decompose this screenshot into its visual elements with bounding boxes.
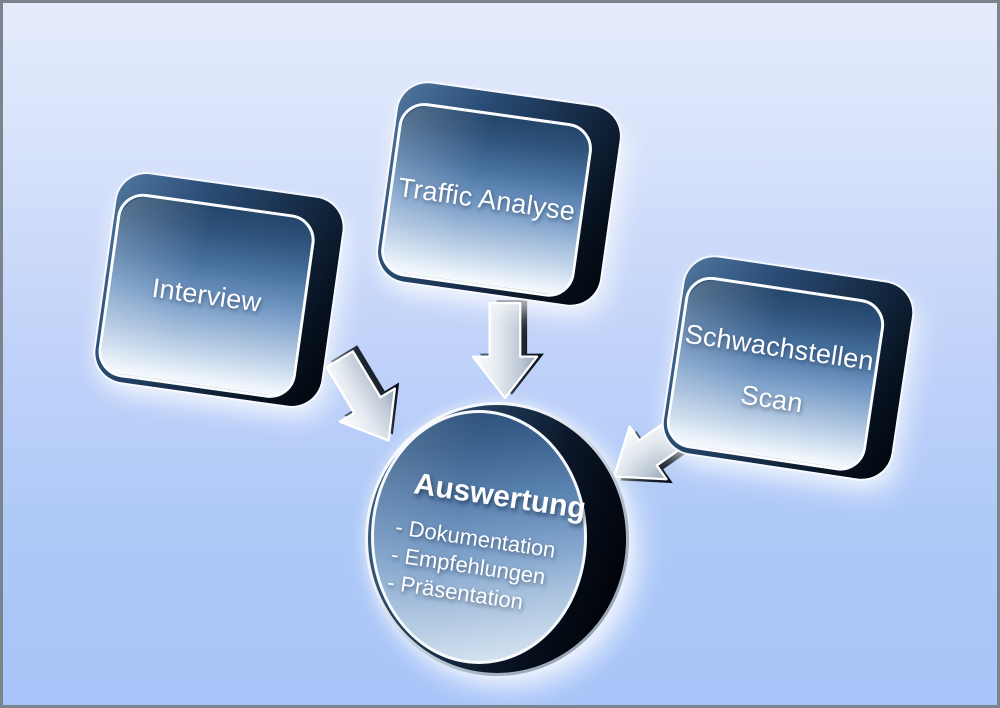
hub-face [371, 410, 587, 664]
node-schwachstellen-scan-face: Schwachstellen Scan [663, 273, 888, 475]
node-interview: Interview [91, 170, 347, 410]
node-traffic-analyse-face: Traffic Analyse [377, 99, 596, 301]
node-schwachstellen-scan-label: Schwachstellen Scan [683, 318, 876, 418]
node-interview-label: Interview [150, 272, 264, 318]
hub-title: Auswertung [411, 467, 589, 526]
node-interview-face: Interview [95, 190, 318, 402]
arrow-down-icon [465, 297, 551, 401]
hub-text-block: Auswertung - Dokumentation - Empfehlunge… [346, 384, 648, 694]
node-schwachstellen-scan: Schwachstellen Scan [659, 253, 917, 483]
node-traffic-analyse: Traffic Analyse [374, 79, 624, 309]
node-traffic-analyse-label: Traffic Analyse [396, 172, 578, 227]
hub-auswertung: Auswertung - Dokumentation - Empfehlunge… [365, 402, 629, 676]
